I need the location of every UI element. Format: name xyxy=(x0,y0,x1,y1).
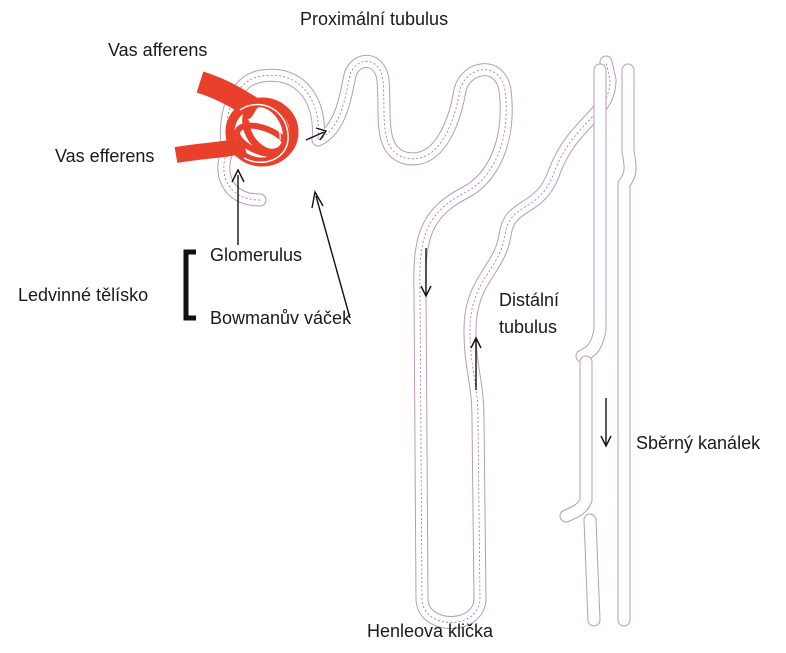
label-glomerulus: Glomerulus xyxy=(210,245,302,265)
label-vas-afferens: Vas afferens xyxy=(108,40,207,60)
label-loop-of-henle: Henleova klička xyxy=(367,621,493,641)
bowman-pointer xyxy=(316,196,350,318)
label-vas-efferens: Vas efferens xyxy=(55,146,154,166)
label-renal-corpuscle: Ledvinné tělísko xyxy=(18,285,148,305)
corpuscle-bracket xyxy=(186,252,196,318)
label-distal-tubule-2: tubulus xyxy=(499,317,557,337)
label-distal-tubule-1: Distální xyxy=(499,290,559,310)
label-proximal-tubule: Proximální tubulus xyxy=(300,9,448,29)
label-bowman-capsule: Bowmanův váček xyxy=(210,308,351,328)
label-collecting-duct: Sběrný kanálek xyxy=(636,433,760,453)
collecting-duct xyxy=(566,70,630,620)
glomerulus-vessels xyxy=(176,82,295,162)
